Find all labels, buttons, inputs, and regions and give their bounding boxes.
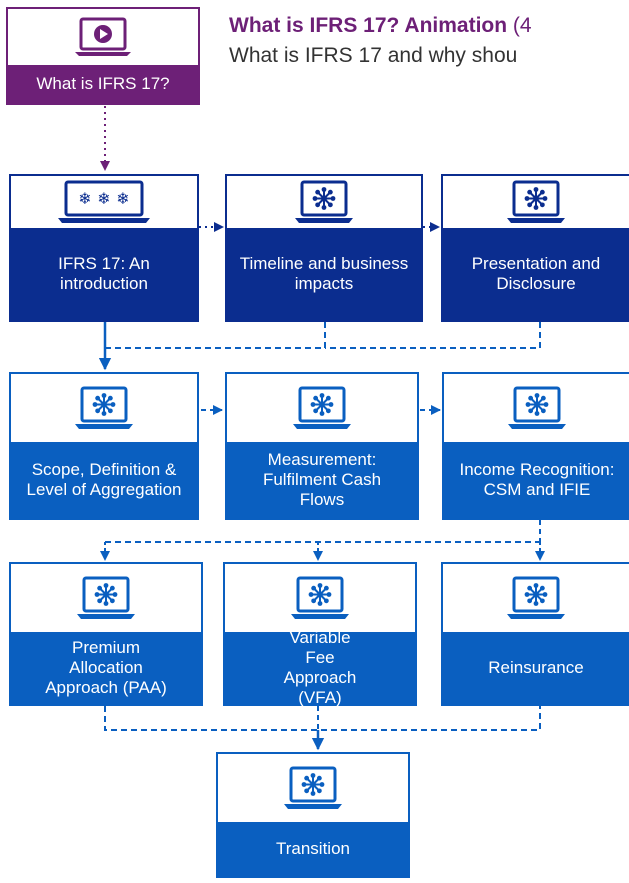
three-snowflake-laptop-icon: ❄ ❄ ❄: [58, 180, 150, 223]
module-label: Scope, Definition & Level of Aggregation: [11, 442, 197, 518]
svg-text:❄: ❄: [116, 189, 129, 208]
module-label: Reinsurance: [443, 632, 629, 704]
module-label: Presentation and Disclosure: [443, 228, 629, 320]
snowflake-laptop-icon: [77, 576, 135, 619]
module-card-scope[interactable]: Scope, Definition & Level of Aggregation: [9, 372, 199, 520]
animation-card-top: [8, 9, 198, 65]
header-title-line: What is IFRS 17? Animation (4: [229, 14, 532, 38]
module-card-paa[interactable]: Premium Allocation Approach (PAA): [9, 562, 203, 706]
module-card-top: [443, 176, 629, 228]
module-label: Income Recognition: CSM and IFIE: [444, 442, 629, 518]
page-subtitle: What is IFRS 17 and why shou: [229, 44, 518, 67]
module-card-top: [227, 374, 417, 442]
module-card-top: [443, 564, 629, 632]
snowflake-laptop-icon: [507, 180, 565, 223]
snowflake-laptop-icon: [284, 766, 342, 809]
module-label: Premium Allocation Approach (PAA): [11, 632, 201, 704]
snowflake-laptop-icon: [507, 576, 565, 619]
module-card-reinsurance[interactable]: Reinsurance: [441, 562, 629, 706]
module-card-top: ❄ ❄ ❄: [11, 176, 197, 228]
module-card-top: [444, 374, 629, 442]
connector-row1-merge-right: [325, 322, 541, 349]
page-title: What is IFRS 17? Animation: [229, 14, 508, 37]
module-card-vfa[interactable]: Variable Fee Approach (VFA): [223, 562, 417, 707]
connector-row1-merge: [105, 322, 326, 349]
module-card-intro[interactable]: ❄ ❄ ❄ IFRS 17: An introduction: [9, 174, 199, 322]
snowflake-laptop-icon: [293, 386, 351, 429]
module-label: Measurement: Fulfilment Cash Flows: [227, 442, 417, 518]
module-card-measurement[interactable]: Measurement: Fulfilment Cash Flows: [225, 372, 419, 520]
module-card-timeline[interactable]: Timeline and business impacts: [225, 174, 423, 322]
snowflake-laptop-icon: [291, 576, 349, 619]
module-card-top: [225, 564, 415, 632]
module-card-top: [11, 374, 197, 442]
snowflake-laptop-icon: [508, 386, 566, 429]
title-suffix: (4: [512, 14, 532, 37]
module-card-presentation[interactable]: Presentation and Disclosure: [441, 174, 629, 322]
animation-card[interactable]: What is IFRS 17?: [6, 7, 200, 105]
module-card-transition[interactable]: Transition: [216, 752, 410, 878]
svg-text:❄: ❄: [78, 189, 91, 208]
snowflake-laptop-icon: [295, 180, 353, 223]
module-card-top: [218, 754, 408, 822]
snowflake-laptop-icon: [75, 386, 133, 429]
module-label: Variable Fee Approach (VFA): [225, 628, 415, 707]
animation-card-label: What is IFRS 17?: [8, 65, 198, 103]
module-card-top: [11, 564, 201, 632]
module-label: Transition: [218, 822, 408, 876]
play-video-icon: [75, 17, 131, 56]
svg-text:❄: ❄: [97, 189, 110, 208]
module-label: Timeline and business impacts: [227, 228, 421, 320]
module-card-top: [227, 176, 421, 228]
module-label: IFRS 17: An introduction: [11, 228, 197, 320]
module-card-income[interactable]: Income Recognition: CSM and IFIE: [442, 372, 629, 520]
connector-row3-merge: [104, 706, 541, 731]
